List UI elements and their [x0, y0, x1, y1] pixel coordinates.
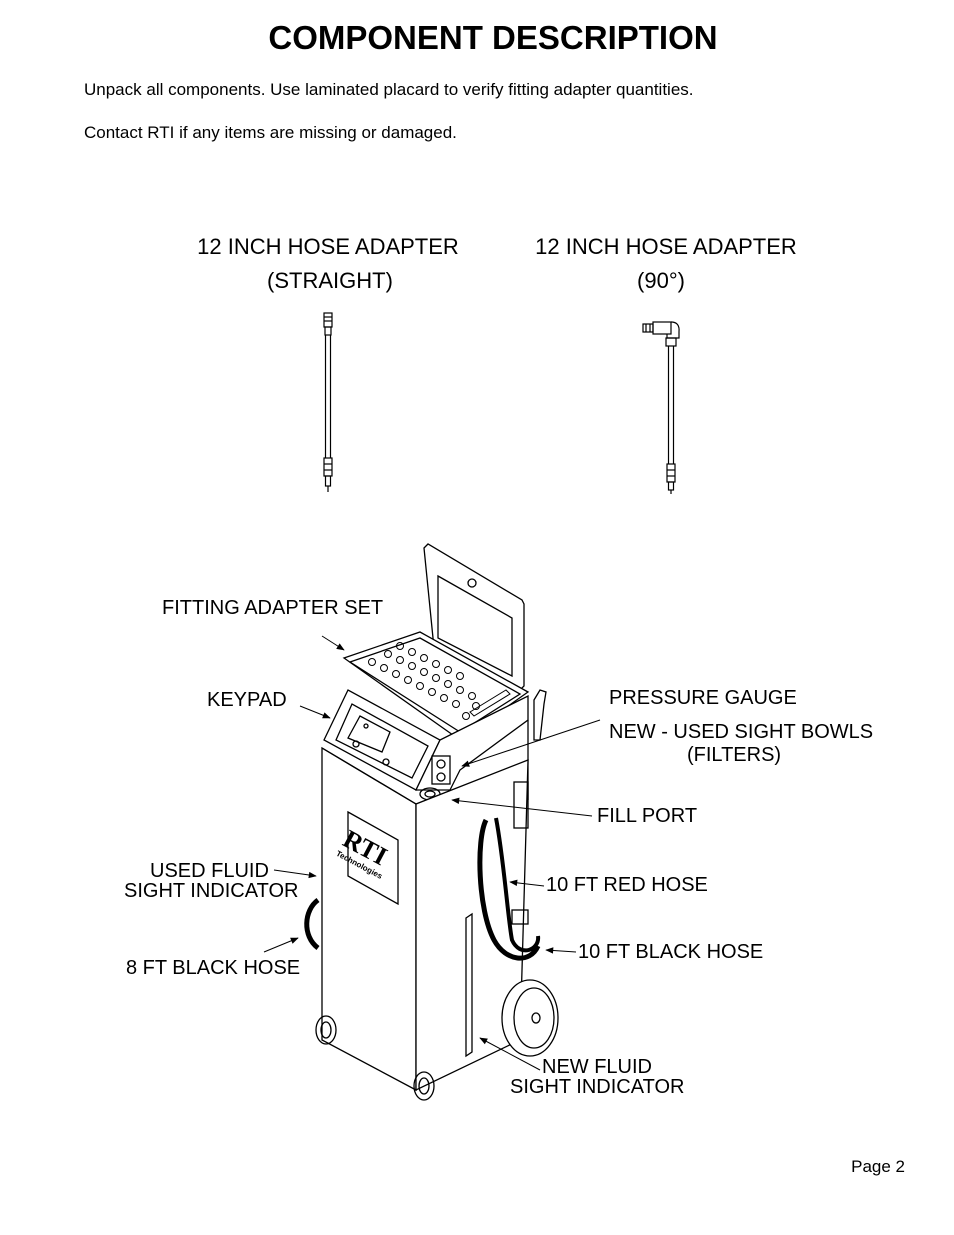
intro-line-2: Contact RTI if any items are missing or …: [84, 123, 457, 142]
label-new-fluid-sight-indicator: SIGHT INDICATOR: [510, 1076, 685, 1098]
intro-line-1: Unpack all components. Use laminated pla…: [84, 80, 694, 99]
label-pressure-gauge: PRESSURE GAUGE: [609, 687, 797, 709]
page-title: COMPONENT DESCRIPTION: [268, 19, 718, 56]
straight-adapter-subtitle: (STRAIGHT): [267, 268, 393, 293]
page-number: Page 2: [851, 1157, 905, 1176]
machine-drawing: [304, 543, 559, 1101]
label-keypad: KEYPAD: [207, 689, 287, 711]
straight-hose-adapter-drawing: [323, 312, 333, 492]
angled-adapter-subtitle: (90°): [637, 268, 685, 293]
label-red-hose: 10 FT RED HOSE: [546, 874, 708, 896]
label-sight-bowls-filters: (FILTERS): [687, 744, 782, 766]
straight-adapter-title: 12 INCH HOSE ADAPTER: [197, 234, 459, 259]
label-fill-port: FILL PORT: [597, 805, 698, 827]
label-fitting-adapter-set: FITTING ADAPTER SET: [162, 597, 384, 619]
label-new-fluid: NEW FLUID: [542, 1056, 652, 1078]
angled-adapter-title: 12 INCH HOSE ADAPTER: [535, 234, 797, 259]
callout-leaders: [263, 635, 601, 1071]
label-used-fluid: USED FLUID: [150, 860, 269, 882]
label-black-hose-10ft: 10 FT BLACK HOSE: [578, 941, 764, 963]
label-sight-bowls: NEW - USED SIGHT BOWLS: [609, 721, 874, 743]
angled-hose-adapter-drawing: [642, 321, 680, 494]
label-used-fluid-sight-indicator: SIGHT INDICATOR: [124, 880, 299, 902]
label-black-hose-8ft: 8 FT BLACK HOSE: [126, 957, 301, 979]
